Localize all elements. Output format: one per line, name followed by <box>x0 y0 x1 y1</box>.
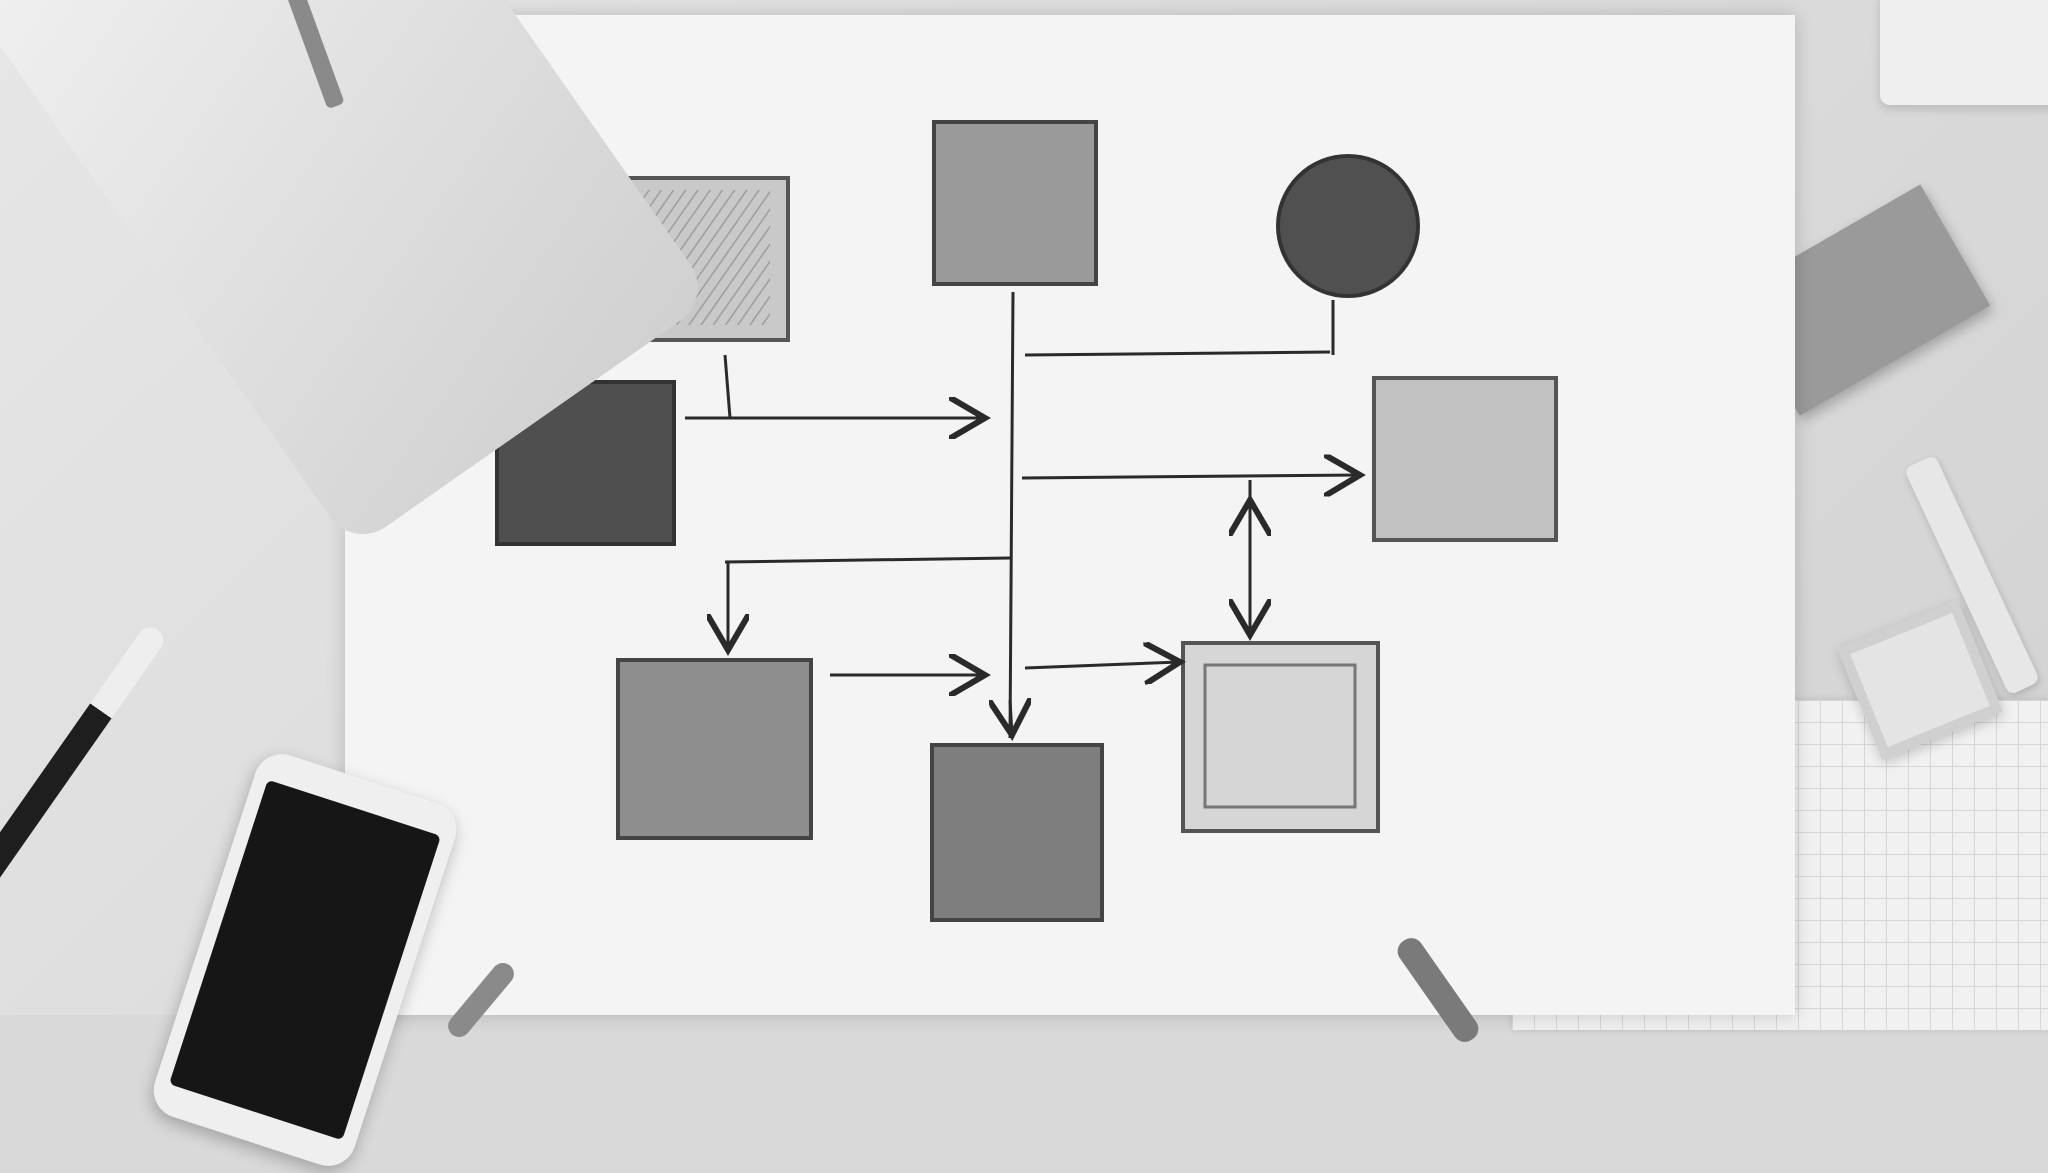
edge-trunk-n7 <box>1010 700 1012 735</box>
trunk-line <box>1008 291 1015 739</box>
node-n3 <box>1276 154 1420 298</box>
flowchart-sketch <box>495 120 1558 922</box>
node-n2 <box>932 120 1098 286</box>
edge-n3-line <box>1024 350 1331 357</box>
node-n7 <box>930 743 1104 922</box>
edge-trunk-n8 <box>1024 662 1180 668</box>
connectors <box>685 291 1360 739</box>
keyboard-corner <box>1880 0 2048 105</box>
edge-trunk-n5 <box>1021 475 1360 478</box>
edge-trunk-left <box>724 556 1011 564</box>
node-n8 <box>1181 641 1380 833</box>
node-n6 <box>616 658 813 840</box>
node-n5 <box>1372 376 1558 542</box>
edge-n1-stub <box>723 354 732 419</box>
